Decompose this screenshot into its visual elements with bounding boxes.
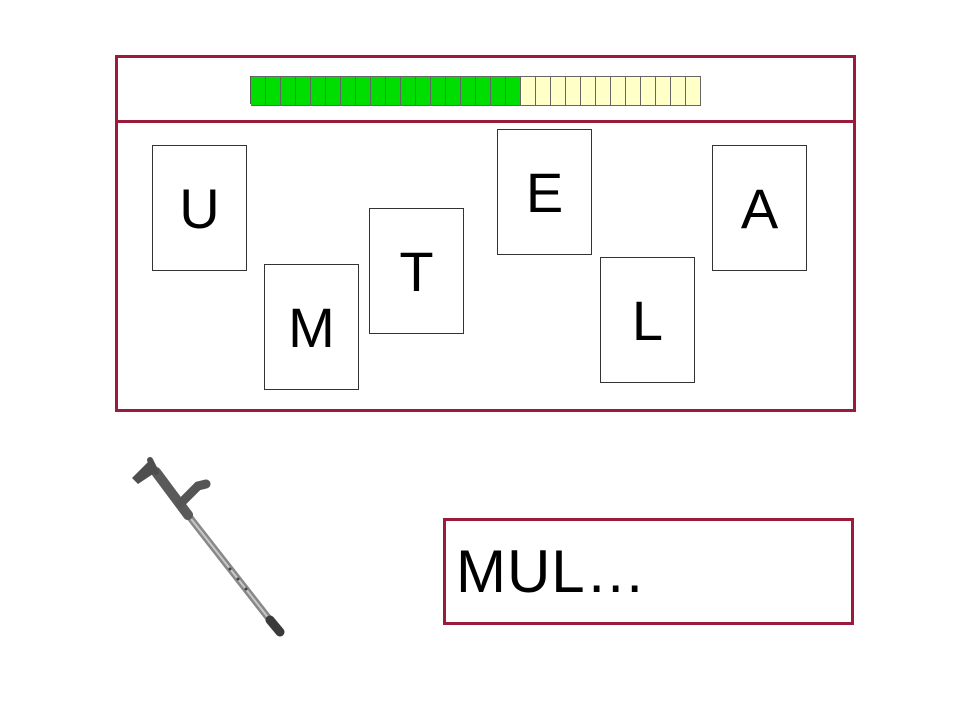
progress-cell-filled bbox=[326, 76, 341, 106]
letter-tile-u[interactable]: U bbox=[152, 145, 247, 271]
progress-cell-empty bbox=[581, 76, 596, 106]
progress-cell-empty bbox=[671, 76, 686, 106]
answer-text: MUL… bbox=[456, 538, 647, 605]
progress-cell-filled bbox=[281, 76, 296, 106]
crutch-icon bbox=[132, 457, 285, 637]
progress-cell-empty bbox=[551, 76, 566, 106]
progress-cell-empty bbox=[641, 76, 656, 106]
progress-cell-filled bbox=[341, 76, 356, 106]
progress-cell-filled bbox=[506, 76, 521, 106]
letter-tile-e[interactable]: E bbox=[497, 129, 592, 255]
letter-tile-m[interactable]: M bbox=[264, 264, 359, 390]
progress-cell-empty bbox=[626, 76, 641, 106]
progress-cell-empty bbox=[521, 76, 536, 106]
progress-cell-filled bbox=[296, 76, 311, 106]
progress-cell-empty bbox=[566, 76, 581, 106]
progress-cell-filled bbox=[371, 76, 386, 106]
letter-tile-t[interactable]: T bbox=[369, 208, 464, 334]
progress-cell-filled bbox=[401, 76, 416, 106]
progress-cell-empty bbox=[536, 76, 551, 106]
progress-cell-filled bbox=[386, 76, 401, 106]
progress-cell-empty bbox=[656, 76, 671, 106]
progress-cell-filled bbox=[251, 76, 266, 106]
progress-cell-filled bbox=[461, 76, 476, 106]
progress-cell-filled bbox=[266, 76, 281, 106]
progress-cell-filled bbox=[416, 76, 431, 106]
answer-box: MUL… bbox=[443, 518, 854, 625]
progress-cell-filled bbox=[476, 76, 491, 106]
progress-cell-empty bbox=[596, 76, 611, 106]
letter-tile-l[interactable]: L bbox=[600, 257, 695, 383]
progress-cell-filled bbox=[446, 76, 461, 106]
progress-cell-empty bbox=[686, 76, 701, 106]
progress-cell-filled bbox=[431, 76, 446, 106]
progress-bar bbox=[250, 76, 701, 106]
progress-cell-empty bbox=[611, 76, 626, 106]
progress-cell-filled bbox=[311, 76, 326, 106]
progress-cell-filled bbox=[491, 76, 506, 106]
letter-tile-a[interactable]: A bbox=[712, 145, 807, 271]
progress-cell-filled bbox=[356, 76, 371, 106]
board-divider bbox=[118, 120, 853, 123]
